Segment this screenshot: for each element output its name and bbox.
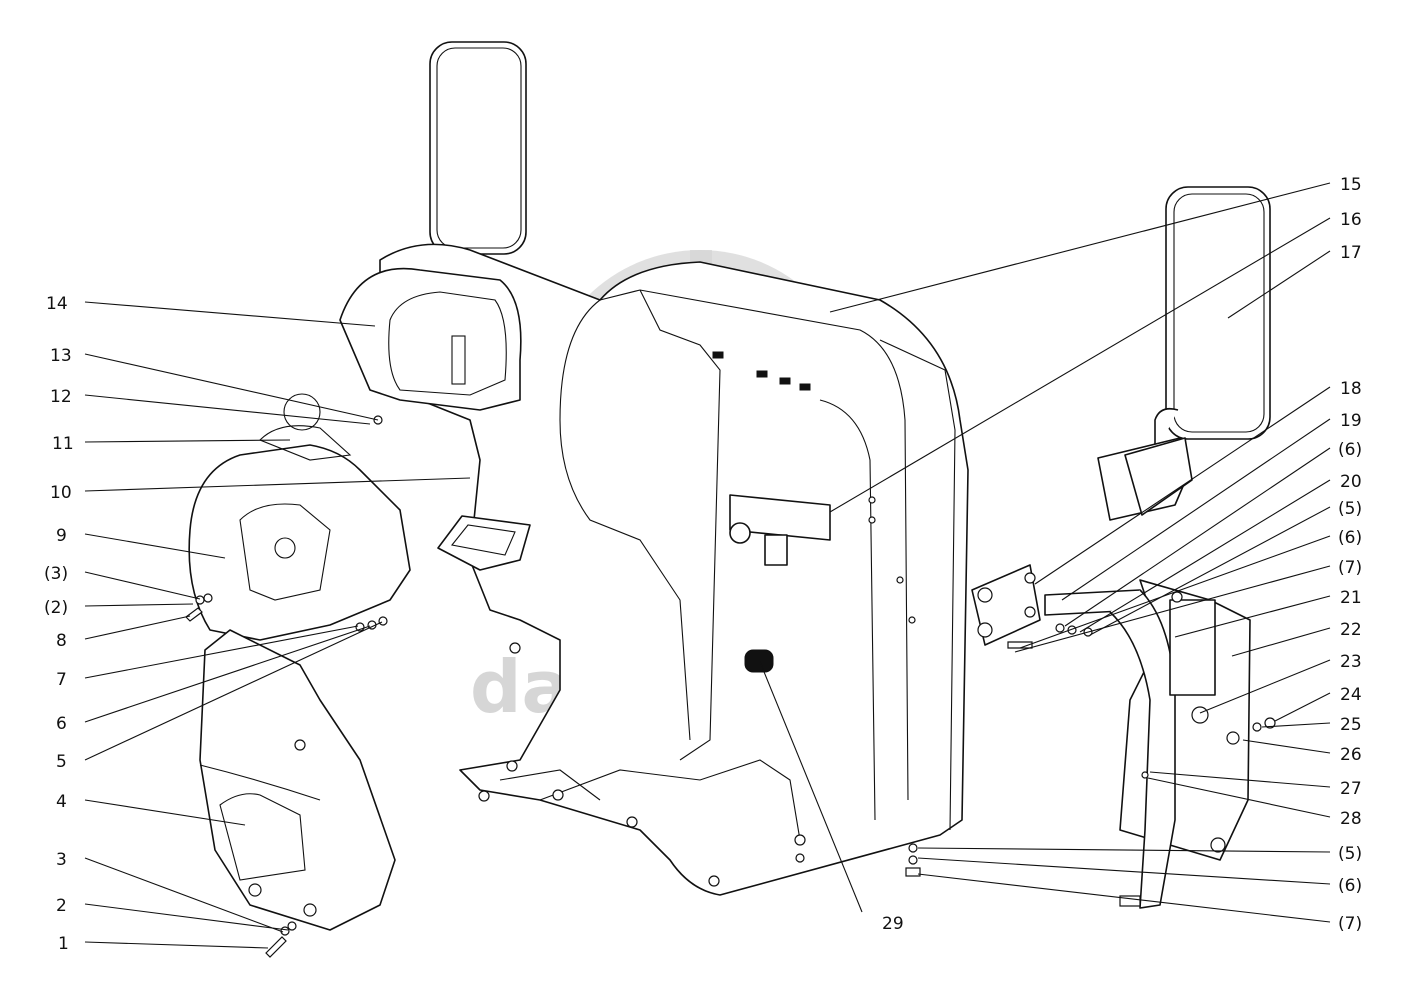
callout-6: 6 [56, 714, 67, 734]
callout-22: 22 [1340, 620, 1362, 640]
leader-5 [84, 621, 383, 761]
mirror-right [1154, 186, 1271, 455]
leader-5p-b [917, 847, 1331, 853]
callouts-left: 14 13 12 11 10 9 (3) (2) 8 7 6 5 4 3 2 1 [44, 294, 74, 954]
leader-lines [84, 182, 1331, 949]
leader-19 [1061, 418, 1331, 601]
callout-4: 4 [56, 792, 67, 812]
leader-26 [1242, 739, 1331, 754]
leader-6p-a [1064, 447, 1331, 627]
callout-6p-a: (6) [1338, 440, 1362, 460]
leader-12 [84, 394, 371, 425]
callout-3: 3 [56, 850, 67, 870]
leader-11 [84, 439, 291, 443]
leader-20 [1079, 479, 1331, 633]
callout-2: 2 [56, 896, 67, 916]
callout-7: 7 [56, 670, 67, 690]
callout-24: 24 [1340, 685, 1362, 705]
leader-8 [84, 615, 191, 640]
callout-9: 9 [56, 526, 67, 546]
leader-14 [84, 301, 376, 327]
leader-10 [84, 477, 471, 492]
leader-9 [84, 533, 226, 559]
mirror-bracket [905, 437, 1276, 909]
mirror-left [429, 41, 527, 255]
leader-1 [84, 941, 269, 949]
leader-22 [1231, 627, 1331, 657]
callout-18: 18 [1340, 379, 1362, 399]
callout-1: 1 [58, 934, 69, 954]
leader-25 [1261, 722, 1331, 728]
leader-13 [84, 353, 379, 421]
callout-16: 16 [1340, 210, 1362, 230]
callout-13: 13 [50, 346, 72, 366]
leader-2p [84, 603, 194, 607]
leader-6p-c [917, 857, 1331, 885]
callout-29: 29 [882, 914, 904, 934]
callout-27: 27 [1340, 779, 1362, 799]
leader-6p-b [1019, 535, 1331, 649]
callout-23: 23 [1340, 652, 1362, 672]
callout-11: 11 [52, 434, 74, 454]
callout-20: 20 [1340, 472, 1362, 492]
callout-21: 21 [1340, 588, 1362, 608]
leader-16 [829, 217, 1331, 513]
leader-28 [1147, 777, 1331, 818]
leader-29 [759, 661, 863, 913]
callout-19: 19 [1340, 411, 1362, 431]
callout-15: 15 [1340, 175, 1362, 195]
left-hardware [185, 415, 388, 958]
leader-15 [829, 182, 1331, 313]
callout-8: 8 [56, 631, 67, 651]
leader-3p [84, 571, 201, 600]
callout-6p-b: (6) [1338, 528, 1362, 548]
leader-7p-a [1014, 565, 1331, 653]
callout-5p-b: (5) [1338, 844, 1362, 864]
callout-28: 28 [1340, 809, 1362, 829]
callouts-right: 15 16 17 18 19 (6) 20 (5) (6) (7) 21 22 … [1338, 175, 1362, 934]
callout-7p-b: (7) [1338, 914, 1362, 934]
callout-2p: (2) [44, 598, 68, 618]
leader-3 [84, 857, 284, 933]
leader-2 [84, 903, 289, 931]
callout-26: 26 [1340, 745, 1362, 765]
callout-5: 5 [56, 752, 67, 772]
leader-5p-a [1089, 506, 1331, 636]
leader-27 [1149, 771, 1331, 788]
leader-7 [84, 625, 359, 679]
callout-14: 14 [46, 294, 68, 314]
leader-21 [1174, 595, 1331, 638]
callout-25: 25 [1340, 715, 1362, 735]
column-cover [199, 629, 396, 931]
dash-panel [188, 393, 411, 641]
leader-7p-b [917, 873, 1331, 923]
callout-6p-c: (6) [1338, 876, 1362, 896]
leader-18 [1034, 386, 1331, 585]
cab-body [339, 243, 969, 896]
leader-24 [1274, 692, 1331, 722]
callout-10: 10 [50, 483, 72, 503]
leader-6 [84, 625, 371, 723]
callout-5p-a: (5) [1338, 499, 1362, 519]
leader-23 [1199, 659, 1331, 714]
callout-7p-a: (7) [1338, 558, 1362, 578]
callout-3p: (3) [44, 564, 68, 584]
leader-4 [84, 799, 246, 826]
callout-17: 17 [1340, 243, 1362, 263]
leader-17 [1227, 250, 1331, 319]
callout-12: 12 [50, 387, 72, 407]
